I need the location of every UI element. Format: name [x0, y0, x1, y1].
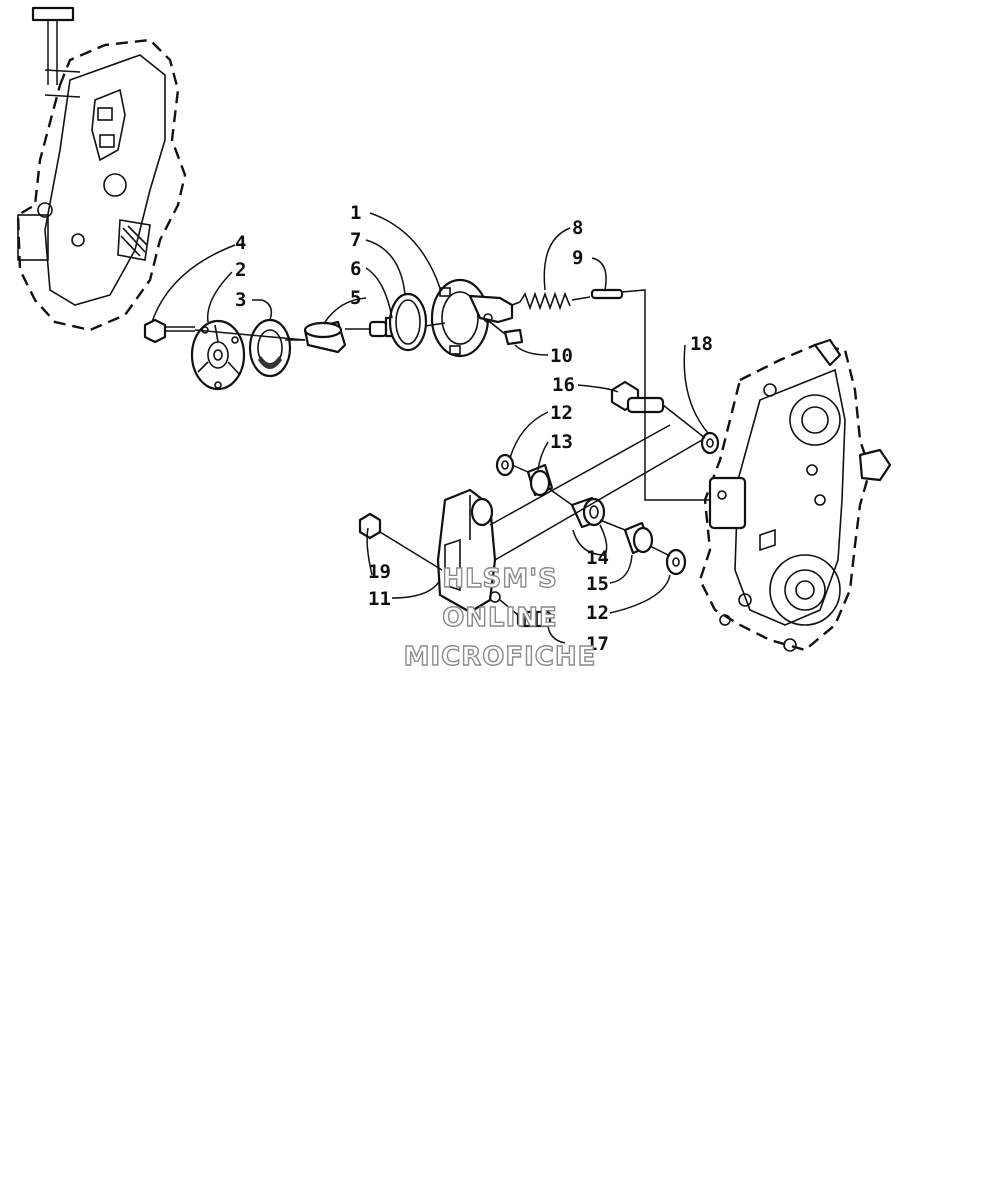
watermark-line-3: MICROFICHE: [404, 642, 597, 672]
part-1-tensioner-housing: [430, 278, 514, 358]
callout-2: 2: [235, 259, 246, 281]
callout-8: 8: [572, 217, 583, 239]
leader-lines: [151, 212, 710, 644]
part-12-washer-lower: [665, 548, 687, 576]
part-8-spring: [511, 291, 591, 311]
part-16-shoulder-bolt: [610, 380, 665, 414]
watermark-line-1: HLSM'S: [442, 564, 558, 594]
watermark-line-2: ONLINE: [442, 603, 558, 633]
callout-13: 13: [550, 431, 573, 453]
chaincase-cover-left: [16, 6, 187, 332]
callout-labels: 1 2 3 4 5 6 7 8 9 10 11 12 12 13 14 15 1…: [235, 202, 713, 655]
callout-11: 11: [368, 588, 391, 610]
callout-12-lower: 12: [586, 602, 609, 624]
part-12-washer-upper: [495, 453, 515, 477]
part-18-washer: [700, 431, 720, 455]
part-4-bolt: [143, 318, 195, 344]
callout-14: 14: [586, 547, 609, 569]
callout-16: 16: [552, 374, 575, 396]
chaincase-right: [698, 338, 892, 652]
part-15-spacer: [623, 521, 654, 555]
callout-15: 15: [586, 573, 609, 595]
callout-9: 9: [572, 247, 583, 269]
callout-17: 17: [586, 633, 609, 655]
part-2-spider-plate: [190, 319, 246, 391]
callout-5: 5: [350, 287, 361, 309]
callout-1: 1: [350, 202, 361, 224]
part-13-spacer: [526, 463, 554, 497]
callout-6: 6: [350, 258, 361, 280]
part-10-set-screw: [489, 321, 524, 346]
part-3-bearing: [248, 318, 292, 378]
callout-3: 3: [235, 289, 246, 311]
callout-7: 7: [350, 229, 361, 251]
callout-4: 4: [235, 232, 246, 254]
part-11-tensioner-arm: [436, 488, 501, 614]
part-19-nut: [358, 512, 382, 540]
callout-12-upper: 12: [550, 402, 573, 424]
part-9-pin: [590, 288, 624, 300]
callout-19: 19: [368, 561, 391, 583]
part-17-bolt: [516, 610, 552, 628]
callout-10: 10: [550, 345, 573, 367]
part-5-cone-bushing: [285, 320, 347, 354]
watermark: HLSM'S ONLINE MICROFICHE: [403, 563, 597, 672]
part-7-o-ring: [388, 292, 428, 352]
callout-18: 18: [690, 333, 713, 355]
